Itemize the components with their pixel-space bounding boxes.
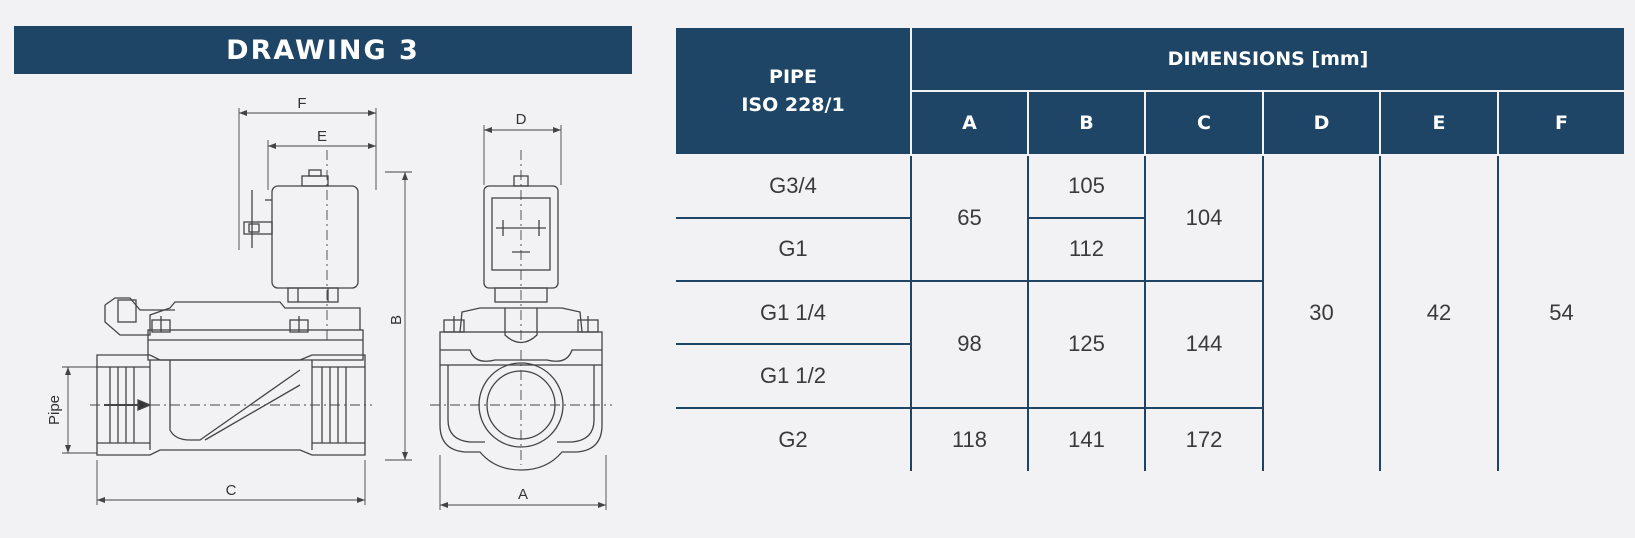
a-cell: 98 [910,281,1028,409]
dimensions-header: DIMENSIONS [mm] [909,25,1625,93]
front-view-valve [439,175,603,471]
col-header-e: E [1379,90,1499,156]
b-cell: 125 [1027,281,1145,409]
dim-label-a: A [518,486,528,503]
valve-technical-drawing: F E D C A B Pipe [46,95,612,510]
col-header-a: A [910,90,1029,156]
pipe-cell: G1 1/2 [676,344,911,409]
b-cell: 141 [1027,407,1145,471]
col-header-f: F [1496,90,1625,156]
col-header-b: B [1027,90,1146,156]
a-cell: 65 [910,154,1028,283]
pipe-header: PIPE ISO 228/1 [676,26,912,156]
pipe-header-line2: ISO 228/1 [741,93,845,116]
c-cell: 144 [1144,281,1263,409]
a-cell: 118 [910,407,1028,471]
dim-label-pipe: Pipe [46,395,63,425]
e-cell: 42 [1379,154,1498,471]
dim-label-b: B [388,315,405,325]
col-header-d: D [1262,90,1381,156]
pipe-header-line1: PIPE [769,65,817,88]
dim-label-c: C [226,482,237,499]
pipe-cell: G3/4 [676,154,911,219]
d-cell: 30 [1262,154,1380,471]
pipe-cell: G1 1/4 [676,281,911,346]
b-cell: 105 [1027,154,1145,219]
side-view-valve [96,169,366,456]
drawing-title: DRAWING 3 [226,34,420,66]
dimensions-table: PIPE ISO 228/1 DIMENSIONS [mm] A B C D E… [676,25,1625,471]
drawing-banner: DRAWING 3 [14,26,632,74]
col-header-c: C [1144,90,1264,156]
c-cell: 172 [1144,407,1263,471]
f-cell: 54 [1496,154,1625,471]
pipe-cell: G2 [778,426,808,452]
dim-label-d: D [516,111,527,128]
c-cell: 104 [1144,154,1263,283]
b-cell: 112 [1027,217,1145,283]
dim-label-e: E [317,128,327,145]
dim-label-f: F [297,95,306,112]
pipe-cell: G1 [676,217,911,283]
